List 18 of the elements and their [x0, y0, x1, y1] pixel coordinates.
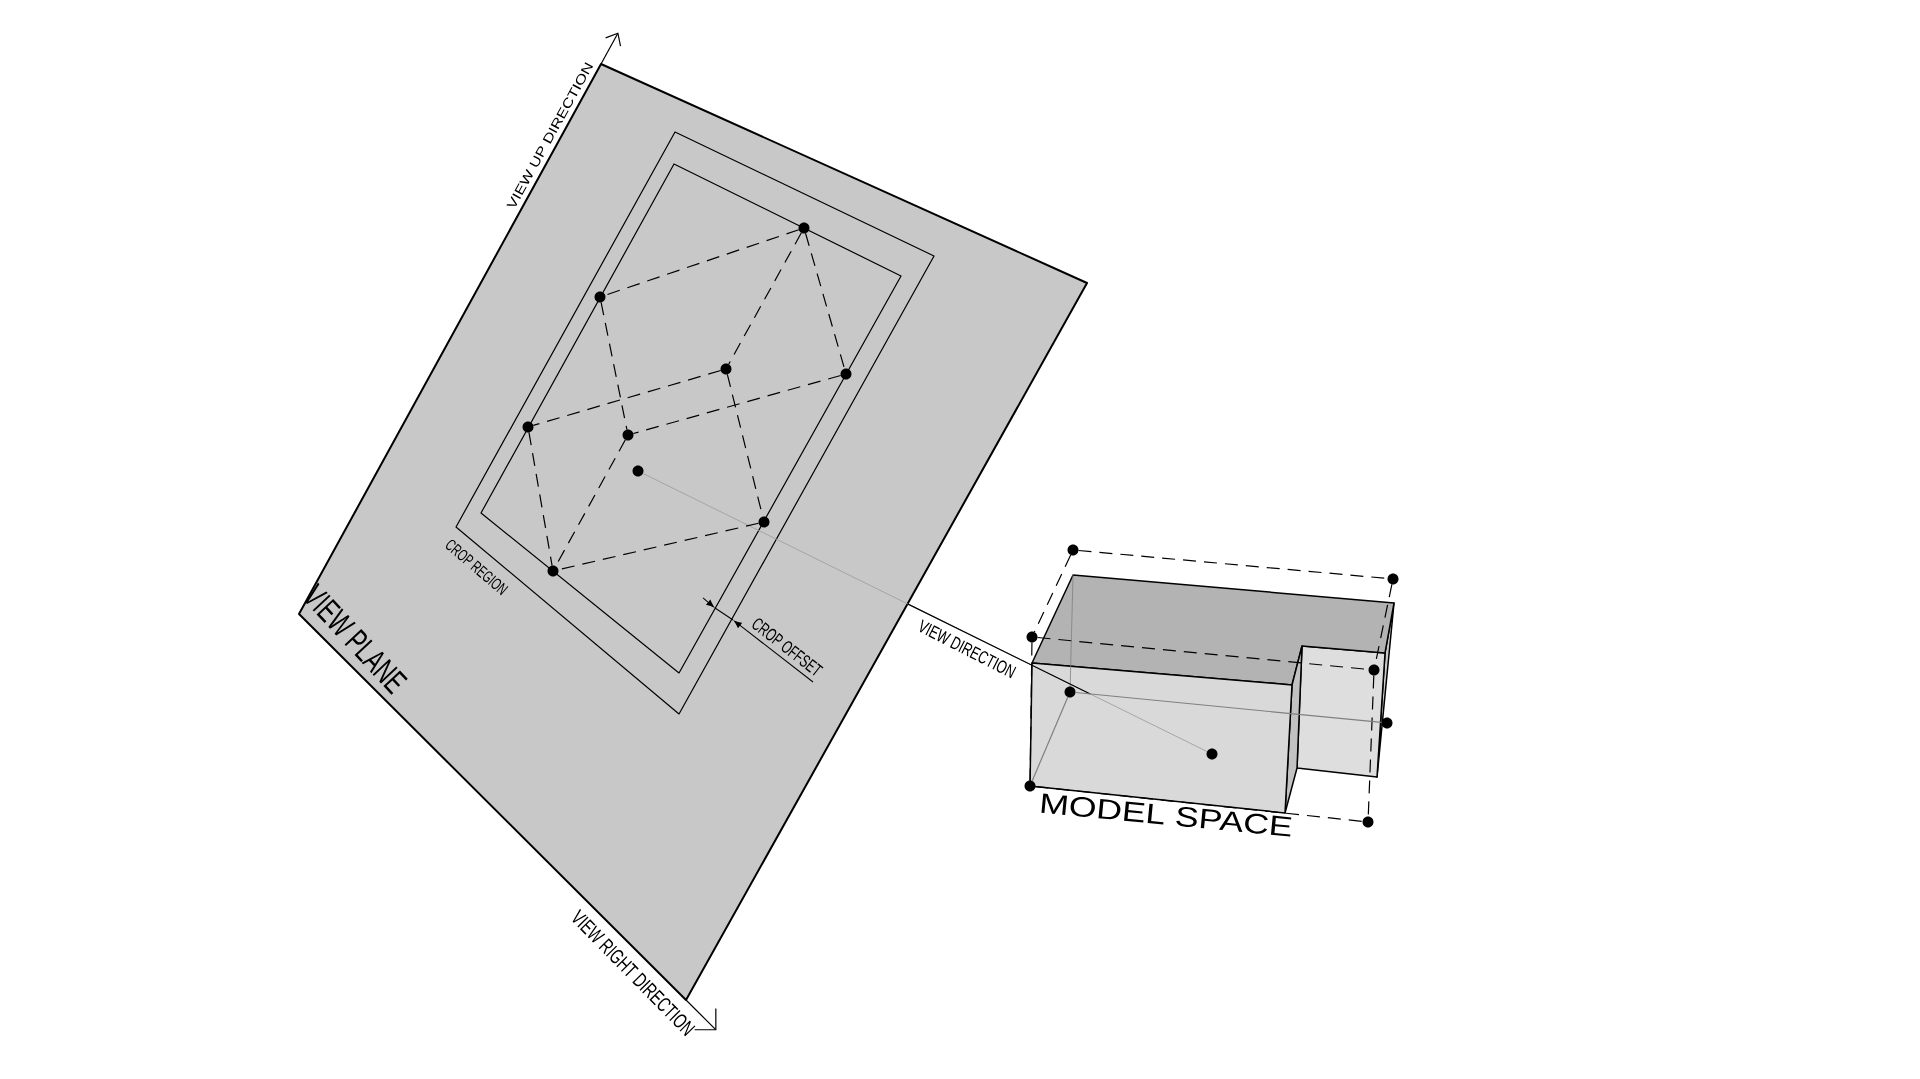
- dashed-line: [1036, 636, 1370, 671]
- dashed-line: [600, 301, 628, 431]
- dashed-line: [728, 232, 802, 365]
- dashed-line: [1029, 641, 1033, 782]
- dashed-line: [532, 369, 722, 427]
- dashed-line: [632, 374, 842, 435]
- dashed-line: [726, 373, 764, 518]
- dashed-line: [555, 439, 626, 567]
- dashed-line: [1077, 549, 1389, 580]
- dashed-line: [804, 232, 846, 370]
- line: [1031, 696, 1069, 782]
- line: [642, 472, 1208, 753]
- dashed-line: [1033, 554, 1072, 633]
- dashed-line: [1034, 785, 1364, 822]
- dashed-line: [604, 229, 800, 296]
- dashed-line: [1367, 674, 1375, 818]
- line: [1074, 691, 1383, 724]
- dashed-line: [557, 522, 760, 571]
